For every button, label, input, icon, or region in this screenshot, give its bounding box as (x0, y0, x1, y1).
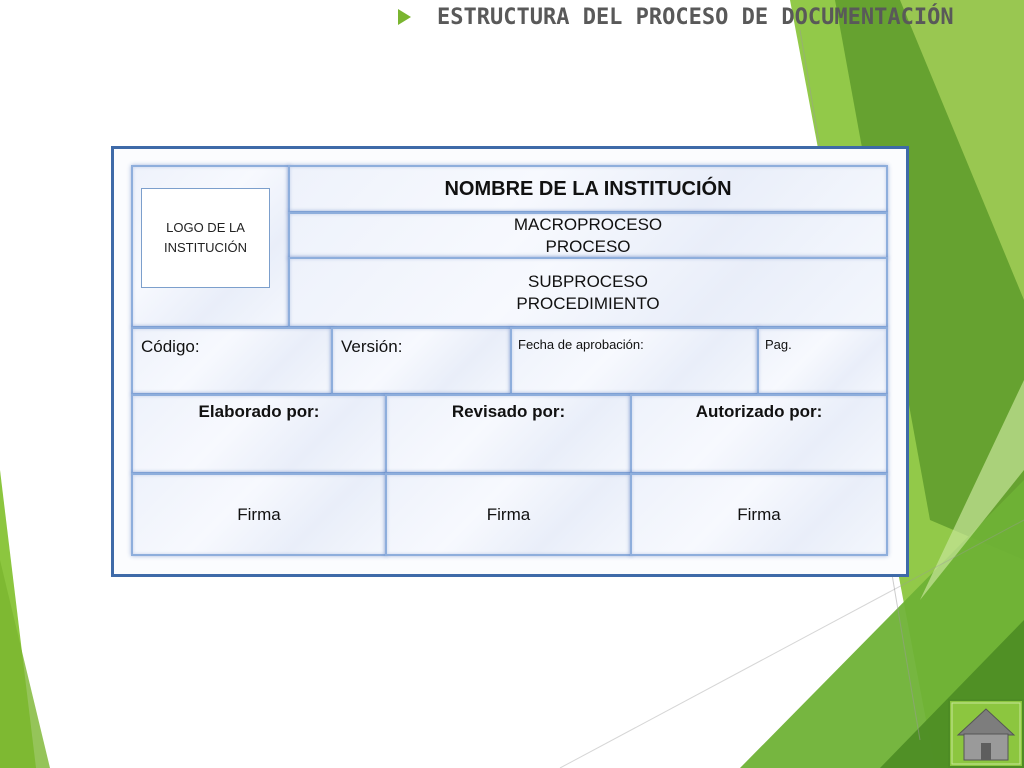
version-cell: Versión: (331, 327, 512, 395)
macroproceso-cell: MACROPROCESO PROCESO (288, 212, 888, 259)
subproceso-label: SUBPROCESO (528, 271, 648, 291)
codigo-label: Código: (141, 337, 200, 356)
firma-label-1: Firma (237, 504, 281, 524)
slide-title-row: ESTRUCTURA DEL PROCESO DE DOCUMENTACIÓN (398, 2, 954, 32)
firma-label-3: Firma (737, 504, 781, 524)
firma-cell-3: Firma (630, 473, 888, 556)
subproceso-cell: SUBPROCESO PROCEDIMIENTO (288, 257, 888, 328)
slide-title: ESTRUCTURA DEL PROCESO DE DOCUMENTACIÓN (437, 4, 954, 30)
firma-label-2: Firma (486, 504, 531, 524)
logo-placeholder: LOGO DE LA INSTITUCIÓN (141, 188, 270, 288)
institution-name-cell: NOMBRE DE LA INSTITUCIÓN (288, 165, 888, 213)
procedimiento-label: PROCEDIMIENTO (516, 293, 660, 313)
revisado-cell: Revisado por: (385, 394, 632, 474)
revisado-label: Revisado por: (451, 402, 566, 421)
autorizado-label: Autorizado por: (695, 402, 823, 421)
pag-cell: Pag. (757, 327, 888, 395)
institution-name: NOMBRE DE LA INSTITUCIÓN (444, 177, 732, 200)
fecha-aprobacion-cell: Fecha de aprobación: (510, 327, 759, 395)
autorizado-cell: Autorizado por: (630, 394, 888, 474)
codigo-cell: Código: (131, 327, 333, 395)
macroproceso-label: MACROPROCESO (513, 214, 663, 234)
proceso-label: PROCESO (545, 236, 631, 256)
triangle-bullet-icon (398, 9, 411, 25)
pag-label: Pag. (765, 337, 792, 352)
version-label: Versión: (341, 337, 403, 356)
firma-cell-1: Firma (131, 473, 387, 556)
logo-text-line2: INSTITUCIÓN (163, 240, 248, 255)
elaborado-label: Elaborado por: (198, 402, 320, 421)
elaborado-cell: Elaborado por: (131, 394, 387, 474)
logo-text-line1: LOGO DE LA (166, 220, 245, 235)
firma-cell-2: Firma (385, 473, 632, 556)
home-icon[interactable] (948, 699, 1024, 768)
fecha-aprobacion-label: Fecha de aprobación: (518, 337, 644, 352)
